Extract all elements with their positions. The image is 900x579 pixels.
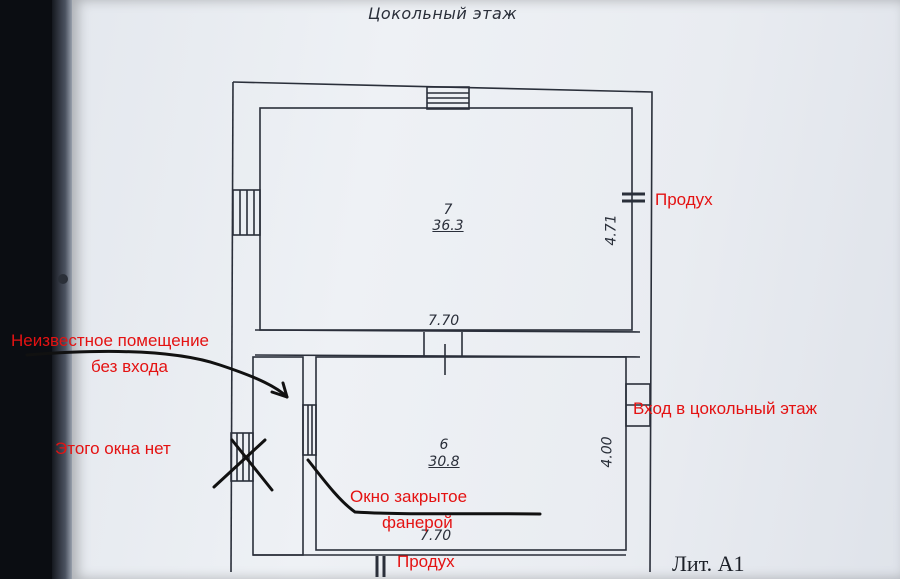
annotation-no-window: Этого окна нет	[55, 439, 171, 458]
annotation-unknown-room-line1: Неизвестное помещение	[11, 331, 210, 350]
annotation-unknown-room-line2: без входа	[91, 357, 168, 376]
room-6-area: 30.8	[428, 454, 460, 470]
dimension-room7-height: 4.71	[603, 214, 620, 246]
inner-window	[302, 404, 317, 456]
annotation-entrance: Вход в цокольный этаж	[633, 399, 817, 418]
dimension-bottom-width: 7.70	[420, 528, 452, 544]
binding-hole	[58, 274, 68, 284]
annotation-vent-right: Продух	[655, 190, 713, 209]
notebook-binding	[52, 0, 74, 579]
room-7-number: 7	[443, 202, 453, 218]
arrow-to-unknown-room	[25, 349, 289, 399]
dimension-room7-width: 7.70	[428, 313, 460, 329]
outer-wall-left	[230, 81, 234, 573]
room-6-number: 6	[439, 437, 449, 453]
room-7-area: 36.3	[432, 218, 464, 234]
unknown-room-outline	[252, 356, 304, 556]
annotation-window-closed-line1: Окно закрытое	[350, 487, 468, 506]
litera-stamp: Лит. А1	[672, 551, 745, 576]
arrow-to-closed-window	[306, 458, 542, 516]
paper-sheet	[72, 0, 900, 579]
cross-out-line-1	[212, 438, 267, 489]
cross-out-line-2	[230, 438, 274, 492]
left-window-lower	[230, 432, 254, 482]
drawing-title: Цокольный этаж	[368, 4, 518, 23]
dimension-room6-height: 4.00	[599, 436, 616, 468]
annotation-vent-bottom: Продух	[397, 552, 455, 571]
annotation-window-closed-line2: фанерой	[382, 513, 453, 532]
